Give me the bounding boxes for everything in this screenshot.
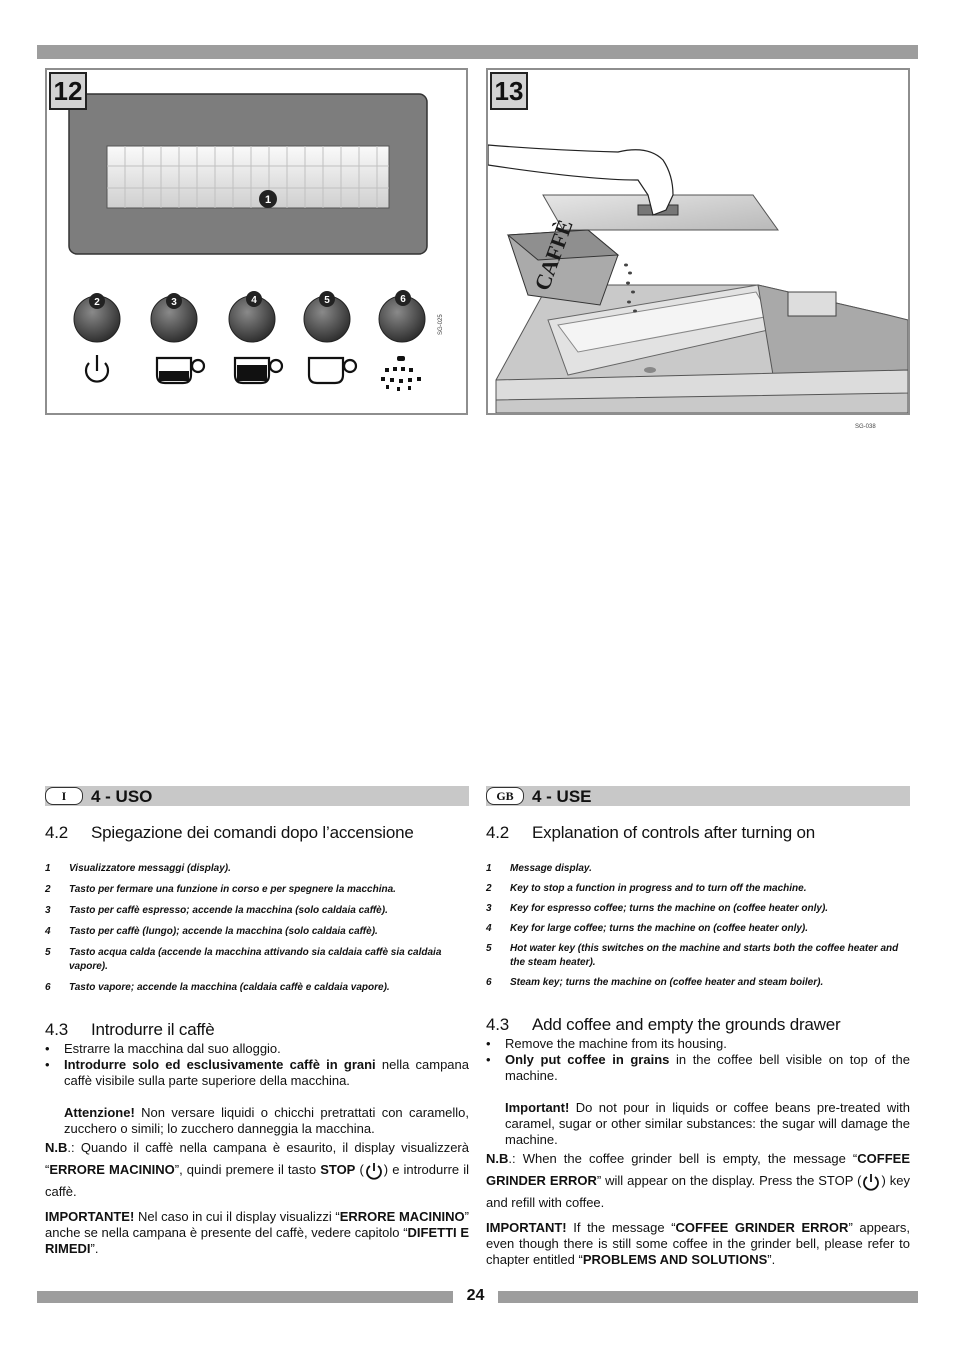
section-title-gb: 4 - USE (532, 787, 592, 806)
heading-number: 4.2 (45, 823, 69, 842)
hand (488, 144, 674, 216)
italian-section-bar: I 4 - USO (45, 786, 469, 806)
hot-water-cup-icon (307, 356, 358, 385)
section-title-it: 4 - USO (91, 787, 153, 806)
button-row (73, 295, 426, 343)
steam-icon (381, 356, 421, 391)
heading-4-2-it: 4.2 Spiegazione dei comandi dopo l’accens… (45, 822, 469, 844)
message-display (106, 145, 390, 209)
language-flag-gb: GB (486, 787, 524, 805)
machine-display-window (787, 291, 837, 317)
heading-number: 4.3 (486, 1015, 510, 1034)
language-flag-it: I (45, 787, 83, 805)
english-section-bar: GB 4 - USE (486, 786, 910, 806)
heading-text: Spiegazione dei comandi dopo l’accension… (91, 823, 414, 842)
front-panel (495, 369, 908, 401)
heading-number: 4.2 (486, 823, 510, 842)
heading-4-3-gb: 4.3 Add coffee and empty the grounds draw… (486, 1014, 910, 1036)
callout-6-label: 6 (400, 294, 406, 305)
important-note: IMPORTANTE! Nel caso in cui il display v… (45, 1209, 470, 1256)
large-coffee-cup-icon (233, 356, 284, 385)
attention-note: Important! Do not pour in liquids or cof… (505, 1100, 910, 1147)
callout-4-label: 4 (251, 295, 257, 306)
heading-4-2-gb: 4.2 Explanation of controls after turning… (486, 822, 910, 844)
figure-13-code: SG-038 (855, 424, 876, 430)
figure-12-code: SG-025 (438, 314, 444, 335)
heading-number: 4.3 (45, 1020, 69, 1039)
figure-13-add-coffee: CAFFÈ 13 (486, 68, 910, 415)
important-note: IMPORTANT! If the message “COFFEE GRINDE… (486, 1220, 910, 1267)
page-number: 24 (466, 1287, 485, 1304)
power-icon (863, 1173, 880, 1191)
top-rule (37, 45, 918, 59)
callout-1 (259, 190, 277, 208)
espresso-cup-icon (155, 356, 206, 385)
figure-13-number: 13 (490, 72, 528, 110)
nb-note: N.B.: Quando il caffè nella campana è es… (45, 1140, 469, 1199)
figure-12-control-panel: 1 2 3 4 5 6 (45, 68, 468, 415)
bullet-item: •Remove the machine from its housing. (486, 1036, 727, 1051)
bullet-item: •Only put coffee in grains in the coffee… (486, 1052, 910, 1083)
callout-2-label: 2 (94, 297, 100, 308)
body-text-gb: •Remove the machine from its housing. •O… (486, 1036, 910, 1268)
english-column: GB 4 - USE 4.2 Explanation of controls af… (486, 786, 910, 1268)
add-coffee-illustration: CAFFÈ (488, 144, 908, 413)
bottom-rule-left (37, 1291, 453, 1303)
heading-text: Explanation of controls after turning on (532, 823, 816, 842)
italian-column: I 4 - USO 4.2 Spiegazione dei comandi dop… (45, 786, 469, 1257)
nb-note: N.B.: When the coffee grinder bell is em… (486, 1151, 910, 1210)
bullet-item: •Estrarre la macchina dal suo alloggio. (45, 1041, 281, 1056)
control-panel-illustration: 1 2 3 4 5 6 (68, 93, 444, 391)
coffee-beans (624, 263, 637, 313)
figure-12-number: 12 (49, 72, 87, 110)
power-icon (365, 1162, 382, 1180)
heading-text: Add coffee and empty the grounds drawer (532, 1015, 841, 1034)
heading-text: Introdurre il caffè (91, 1020, 215, 1039)
bullet-item: •Introdurre solo ed esclusivamente caffè… (45, 1057, 469, 1088)
attention-note: Attenzione! Non versare liquidi o chicch… (64, 1105, 469, 1136)
callout-1-label: 1 (265, 194, 271, 206)
bottom-rule-right (498, 1291, 918, 1303)
body-text-it: •Estrarre la macchina dal suo alloggio. … (45, 1041, 469, 1257)
power-icon (84, 355, 110, 383)
callout-5-label: 5 (324, 295, 330, 306)
callout-3-label: 3 (171, 297, 177, 308)
heading-4-3-it: 4.3 Introdurre il caffè (45, 1019, 469, 1041)
